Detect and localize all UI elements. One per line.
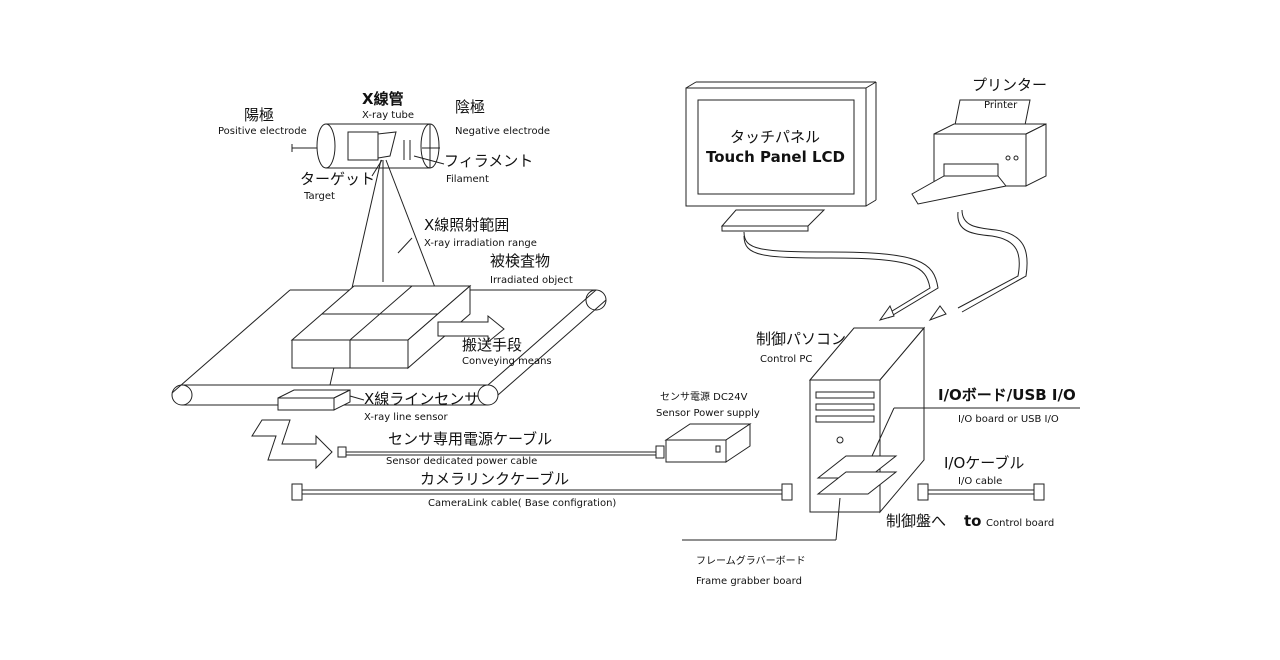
power-supply-label-en: Sensor Power supply — [656, 408, 760, 419]
object-label-en: Irradiated object — [490, 275, 573, 286]
positive-electrode-label-jp: 陽極 — [244, 106, 274, 124]
power-cable-label-jp: センサ専用電源ケーブル — [388, 430, 552, 448]
conveying-arrow — [437, 314, 505, 344]
io-board-label-en: I/O board or USB I/O — [958, 414, 1059, 425]
printer-label-en: Printer — [984, 100, 1018, 111]
xray-tube-label-jp: X線管 — [362, 90, 404, 108]
filament-label-en: Filament — [446, 174, 489, 185]
line-sensor-label-en: X-ray line sensor — [364, 412, 449, 423]
xray-line-sensor — [277, 389, 365, 411]
irradiation-label-en: X-ray irradiation range — [424, 238, 537, 249]
control-board-label-to: to — [964, 512, 981, 530]
conveying-label-en: Conveying means — [462, 356, 552, 367]
io-cable-label-en: I/O cable — [958, 476, 1002, 487]
control-pc-label-en: Control PC — [760, 354, 812, 365]
positive-electrode-label-en: Positive electrode — [218, 126, 307, 137]
touch-panel-label-jp: タッチパネル — [730, 128, 820, 146]
cameralink-cable — [291, 483, 793, 501]
power-cable-label-en: Sensor dedicated power cable — [386, 456, 537, 467]
target-label-jp: ターゲット — [300, 170, 375, 188]
target-label-en: Target — [303, 191, 335, 202]
xray-tube — [291, 123, 445, 177]
printer-to-pc-cable — [928, 209, 1028, 322]
irradiation-label-jp: X線照射範囲 — [424, 216, 509, 234]
sensor-power-supply — [664, 423, 752, 463]
touch-panel-label-en: Touch Panel LCD — [706, 148, 845, 166]
negative-electrode-label-en: Negative electrode — [455, 126, 550, 137]
xray-tube-label-en: X-ray tube — [362, 110, 414, 121]
negative-electrode-label-jp: 陰極 — [455, 98, 485, 116]
printer-label-jp: プリンター — [972, 76, 1047, 94]
monitor-to-pc-cable — [743, 231, 939, 321]
cameralink-label-jp: カメラリンクケーブル — [420, 470, 569, 488]
object-label-jp: 被検査物 — [490, 252, 550, 270]
irradiated-object — [290, 284, 472, 370]
touch-panel-monitor — [685, 81, 877, 232]
printer — [911, 99, 1047, 205]
filament-label-jp: フィラメント — [444, 152, 533, 170]
line-sensor-label-jp: X線ラインセンサ — [364, 390, 479, 408]
frame-grabber-label-en: Frame grabber board — [696, 576, 802, 587]
io-cable-label-jp: I/Oケーブル — [944, 454, 1024, 472]
control-board-label-jp: 制御盤へ — [886, 512, 946, 530]
io-board-label-jp: I/Oボード/USB I/O — [938, 386, 1076, 404]
io-cable — [917, 483, 1045, 501]
control-pc-label-jp: 制御パソコン — [756, 330, 846, 348]
cameralink-label-en: CameraLink cable( Base configration) — [428, 498, 616, 509]
frame-grabber-board — [682, 471, 898, 541]
sensor-power-cable — [337, 445, 665, 459]
frame-grabber-label-jp: フレームグラバーボード — [696, 554, 806, 567]
conveying-label-jp: 搬送手段 — [462, 336, 522, 354]
sensor-output-arrow — [251, 419, 333, 470]
power-supply-label-jp: センサ電源 DC24V — [660, 390, 748, 403]
control-board-label-en: Control board — [986, 518, 1054, 529]
